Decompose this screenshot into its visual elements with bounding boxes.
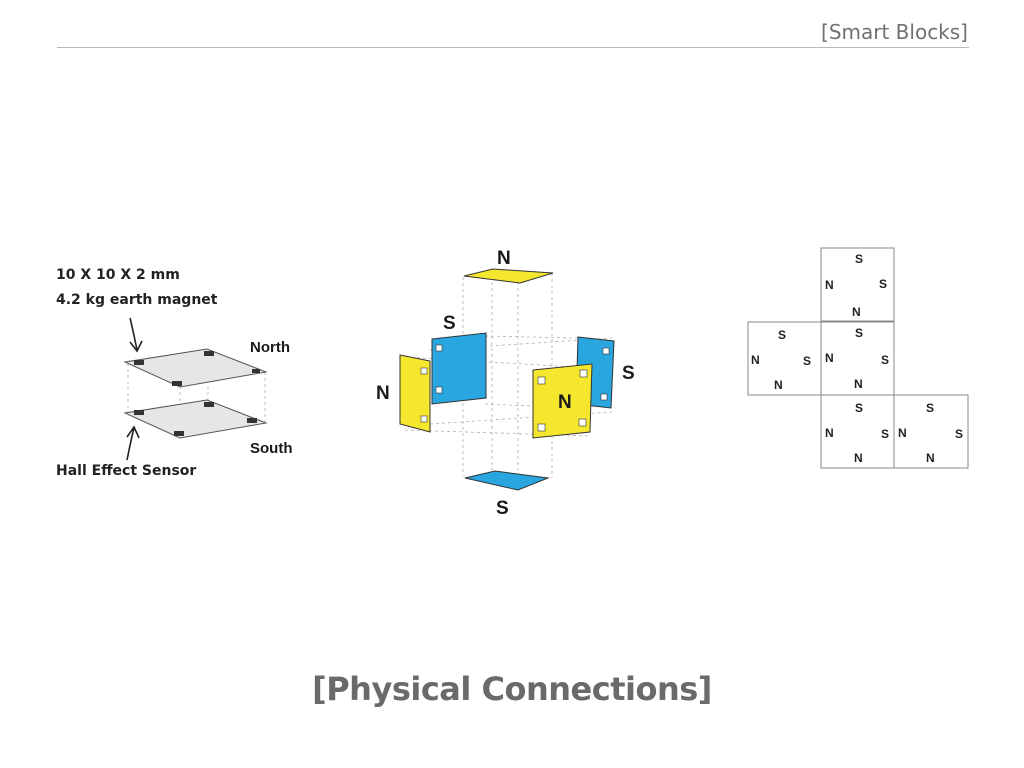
magnet-pad xyxy=(204,351,214,356)
magnet-pad xyxy=(172,381,182,386)
north-label: North xyxy=(250,339,290,356)
net-square xyxy=(893,394,969,469)
sensor-pad xyxy=(247,418,257,423)
magnet-strength-annotation: 4.2 kg earth magnet xyxy=(56,292,218,308)
back-left-pole-label: S xyxy=(443,313,456,334)
sensor-pad xyxy=(204,402,214,407)
back-left-face xyxy=(431,332,487,405)
net-pole: S xyxy=(855,401,863,415)
bottom-pole-label: S xyxy=(496,498,509,519)
net-pole: S xyxy=(855,252,863,266)
net-pole: N xyxy=(825,351,834,365)
net-pole: S xyxy=(855,326,863,340)
page-title: [Physical Connections] xyxy=(312,670,712,708)
header-title: [Smart Blocks] xyxy=(821,20,968,44)
front-pole-label: N xyxy=(558,392,572,413)
net-pole: N xyxy=(825,278,834,292)
net-pole: N xyxy=(854,377,863,391)
top-pole-label: N xyxy=(497,248,511,269)
net-pole: N xyxy=(898,426,907,440)
header-divider xyxy=(57,47,969,48)
arrowhead-up-icon xyxy=(126,425,140,439)
left-pole-label: N xyxy=(376,383,390,404)
magnet-pad xyxy=(252,369,260,373)
net-pole: N xyxy=(854,451,863,465)
sensor-annotation: Hall Effect Sensor xyxy=(56,463,196,479)
arrow-down-icon xyxy=(129,317,138,351)
net-pole: S xyxy=(926,401,934,415)
front-face xyxy=(532,363,593,439)
net-pole: N xyxy=(926,451,935,465)
net-pole: S xyxy=(778,328,786,342)
net-pole: S xyxy=(955,427,963,441)
right-pole-label: S xyxy=(622,363,635,384)
arrowhead-down-icon xyxy=(129,340,143,353)
net-pole: S xyxy=(803,354,811,368)
sensor-pad xyxy=(174,431,184,436)
net-pole: N xyxy=(825,426,834,440)
magnet-size-annotation: 10 X 10 X 2 mm xyxy=(56,267,180,283)
sensor-pad xyxy=(134,410,144,415)
arrow-up-icon xyxy=(126,427,135,461)
sensor-diagram: 10 X 10 X 2 mm 4.2 kg earth magnet North… xyxy=(56,267,293,479)
net-pole: S xyxy=(881,353,889,367)
sensor-plate xyxy=(123,399,268,439)
net-pole: N xyxy=(774,378,783,392)
top-face xyxy=(463,268,554,284)
magnet-plate xyxy=(123,348,268,388)
cube-diagram: N S N S S N xyxy=(376,248,635,519)
net-pole: S xyxy=(879,277,887,291)
net-square xyxy=(820,247,895,322)
magnet-pad xyxy=(134,360,144,365)
net-pole: S xyxy=(881,427,889,441)
net-pole: N xyxy=(751,353,760,367)
net-pole: N xyxy=(852,305,861,319)
bottom-face xyxy=(464,470,550,491)
cube-net-diagram: S N S N S N S N S N S N S N S N S N S N xyxy=(747,247,969,469)
south-label: South xyxy=(250,440,293,457)
